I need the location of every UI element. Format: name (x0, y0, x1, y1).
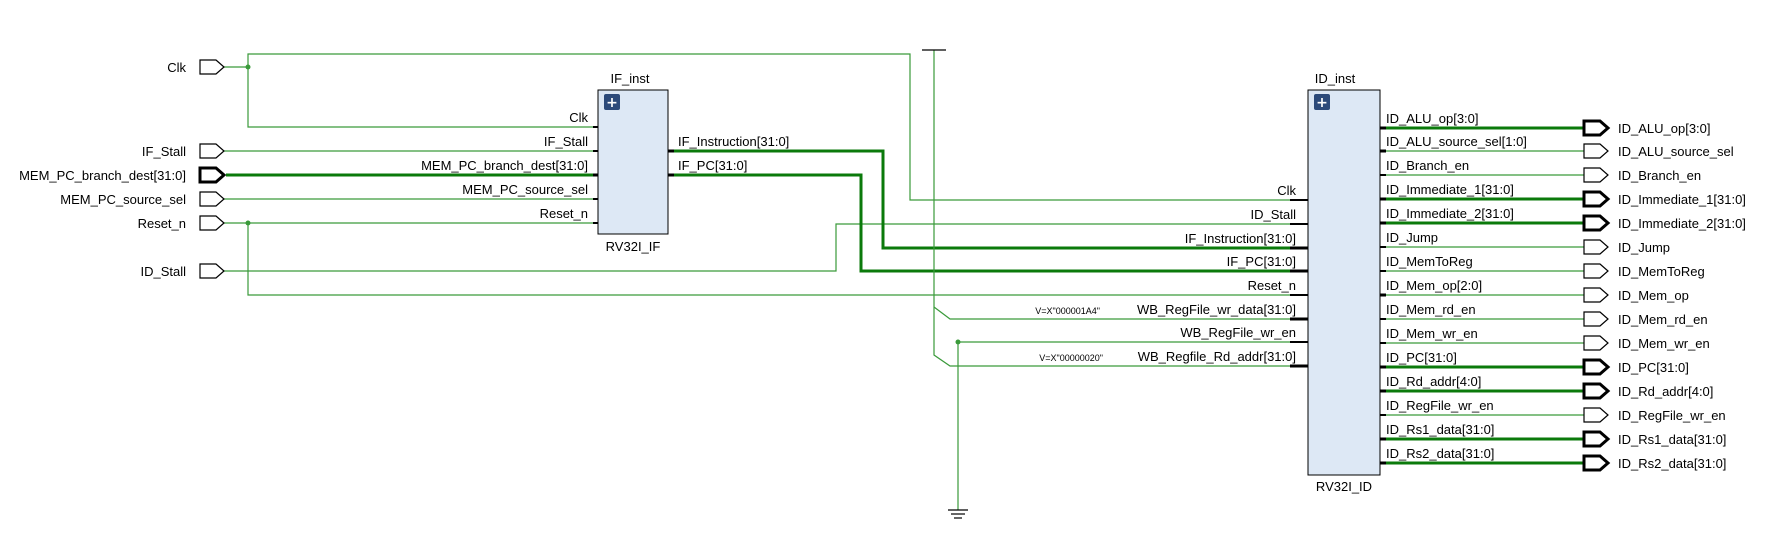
if-pin-mem-pc-branch-dest: MEM_PC_branch_dest[31:0] (421, 158, 588, 173)
input-port-mem-pc-source-sel-label: MEM_PC_source_sel (60, 192, 186, 207)
output-port-mem-op-label: ID_Mem_op (1618, 288, 1689, 303)
if-pin-clk: Clk (569, 110, 588, 125)
id-pin-rs2-data: ID_Rs2_data[31:0] (1386, 446, 1494, 461)
svg-text:+: + (1316, 95, 1328, 111)
input-port-clk-label: Clk (167, 60, 186, 75)
input-port-if-stall[interactable]: IF_Stall (142, 143, 225, 159)
output-port-pc-label: ID_PC[31:0] (1618, 360, 1689, 375)
id-pin-mem-op: ID_Mem_op[2:0] (1386, 278, 1482, 293)
output-port-branch-en[interactable]: ID_Branch_en (1583, 167, 1701, 183)
output-port-alu-op[interactable]: ID_ALU_op[3:0] (1582, 119, 1711, 137)
output-port-mem-op[interactable]: ID_Mem_op (1583, 287, 1689, 303)
output-port-branch-en-label: ID_Branch_en (1618, 168, 1701, 183)
id-pin-mem-wr-en: ID_Mem_wr_en (1386, 326, 1478, 341)
id-pin-if-pc: IF_PC[31:0] (1227, 254, 1296, 269)
id-pin-alu-op: ID_ALU_op[3:0] (1386, 111, 1479, 126)
if-pin-reset-n: Reset_n (540, 206, 588, 221)
if-pin-mem-pc-source-sel: MEM_PC_source_sel (462, 182, 588, 197)
id-pin-memtoreg: ID_MemToReg (1386, 254, 1473, 269)
id-pin-jump: ID_Jump (1386, 230, 1438, 245)
id-pin-wb-regfile-wr-data: WB_RegFile_wr_data[31:0] (1137, 302, 1296, 317)
output-port-mem-rd-en[interactable]: ID_Mem_rd_en (1583, 311, 1708, 327)
id-pin-branch-en: ID_Branch_en (1386, 158, 1469, 173)
output-port-rs2-data-label: ID_Rs2_data[31:0] (1618, 456, 1726, 471)
if-pin-if-instruction: IF_Instruction[31:0] (678, 134, 789, 149)
output-port-regfile-wr-en-label: ID_RegFile_wr_en (1618, 408, 1726, 423)
output-port-pc[interactable]: ID_PC[31:0] (1582, 358, 1689, 376)
output-ports: ID_ALU_op[3:0] ID_ALU_source_sel ID_Bran… (1582, 119, 1746, 472)
input-port-mem-pc-branch-dest[interactable]: MEM_PC_branch_dest[31:0] (19, 166, 227, 184)
output-port-alu-op-label: ID_ALU_op[3:0] (1618, 121, 1711, 136)
id-block-expand-icon[interactable] (1314, 94, 1330, 110)
id-block-module-name: RV32I_ID (1316, 479, 1372, 494)
wires (224, 49, 1290, 519)
output-port-immediate-2-label: ID_Immediate_2[31:0] (1618, 216, 1746, 231)
output-port-regfile-wr-en[interactable]: ID_RegFile_wr_en (1583, 407, 1726, 423)
id-pin-wb-regfile-rd-addr: WB_Regfile_Rd_addr[31:0] (1138, 349, 1296, 364)
output-port-memtoreg-label: ID_MemToReg (1618, 264, 1705, 279)
output-port-jump[interactable]: ID_Jump (1583, 239, 1670, 255)
output-port-rs2-data[interactable]: ID_Rs2_data[31:0] (1582, 454, 1726, 472)
output-port-rs1-data-label: ID_Rs1_data[31:0] (1618, 432, 1726, 447)
id-pin-wb-regfile-wr-en: WB_RegFile_wr_en (1180, 325, 1296, 340)
id-pin-clk: Clk (1277, 183, 1296, 198)
svg-text:+: + (606, 95, 618, 111)
if-pin-if-pc: IF_PC[31:0] (678, 158, 747, 173)
output-port-mem-rd-en-label: ID_Mem_rd_en (1618, 312, 1708, 327)
output-port-alu-source-sel-label: ID_ALU_source_sel (1618, 144, 1734, 159)
const-rd-addr: V=X"00000020" (1039, 353, 1103, 363)
if-block-expand-icon[interactable] (604, 94, 620, 110)
output-port-memtoreg[interactable]: ID_MemToReg (1583, 263, 1705, 279)
id-pin-mem-rd-en: ID_Mem_rd_en (1386, 302, 1476, 317)
output-wires (1380, 126, 1584, 465)
input-port-mem-pc-source-sel[interactable]: MEM_PC_source_sel (60, 191, 225, 207)
input-port-id-stall[interactable]: ID_Stall (140, 263, 225, 279)
input-port-clk[interactable]: Clk (167, 59, 225, 75)
id-pin-pc: ID_PC[31:0] (1386, 350, 1457, 365)
id-pin-immediate-1: ID_Immediate_1[31:0] (1386, 182, 1514, 197)
id-block-instance-name: ID_inst (1315, 71, 1356, 86)
id-pin-id-stall: ID_Stall (1250, 207, 1296, 222)
output-port-alu-source-sel[interactable]: ID_ALU_source_sel (1583, 143, 1734, 159)
if-block-module-name: RV32I_IF (606, 239, 661, 254)
output-port-rd-addr-label: ID_Rd_addr[4:0] (1618, 384, 1713, 399)
if-pin-if-stall: IF_Stall (544, 134, 588, 149)
output-port-immediate-1-label: ID_Immediate_1[31:0] (1618, 192, 1746, 207)
id-pin-rd-addr: ID_Rd_addr[4:0] (1386, 374, 1481, 389)
id-pin-immediate-2: ID_Immediate_2[31:0] (1386, 206, 1514, 221)
id-pin-rs1-data: ID_Rs1_data[31:0] (1386, 422, 1494, 437)
input-port-if-stall-label: IF_Stall (142, 144, 186, 159)
id-pin-if-instruction: IF_Instruction[31:0] (1185, 231, 1296, 246)
if-block[interactable]: IF_inst + Clk IF_Stall MEM_PC_branch_des… (421, 71, 789, 254)
if-block-instance-name: IF_inst (610, 71, 649, 86)
input-port-id-stall-label: ID_Stall (140, 264, 186, 279)
output-port-jump-label: ID_Jump (1618, 240, 1670, 255)
output-port-mem-wr-en[interactable]: ID_Mem_wr_en (1583, 335, 1710, 351)
const-wr-data: V=X"000001A4" (1035, 306, 1100, 316)
output-port-mem-wr-en-label: ID_Mem_wr_en (1618, 336, 1710, 351)
output-port-rd-addr[interactable]: ID_Rd_addr[4:0] (1582, 382, 1713, 400)
input-port-reset-n-label: Reset_n (138, 216, 186, 231)
id-pin-alu-source-sel: ID_ALU_source_sel[1:0] (1386, 134, 1527, 149)
input-port-reset-n[interactable]: Reset_n (138, 215, 225, 231)
output-port-immediate-2[interactable]: ID_Immediate_2[31:0] (1582, 214, 1746, 232)
id-block[interactable]: ID_inst + Clk ID_Stall IF_Instruction[31… (1035, 71, 1527, 494)
output-port-immediate-1[interactable]: ID_Immediate_1[31:0] (1582, 190, 1746, 208)
id-pin-reset-n: Reset_n (1248, 278, 1296, 293)
input-port-mem-pc-branch-dest-label: MEM_PC_branch_dest[31:0] (19, 168, 186, 183)
id-pin-regfile-wr-en: ID_RegFile_wr_en (1386, 398, 1494, 413)
output-port-rs1-data[interactable]: ID_Rs1_data[31:0] (1582, 430, 1726, 448)
